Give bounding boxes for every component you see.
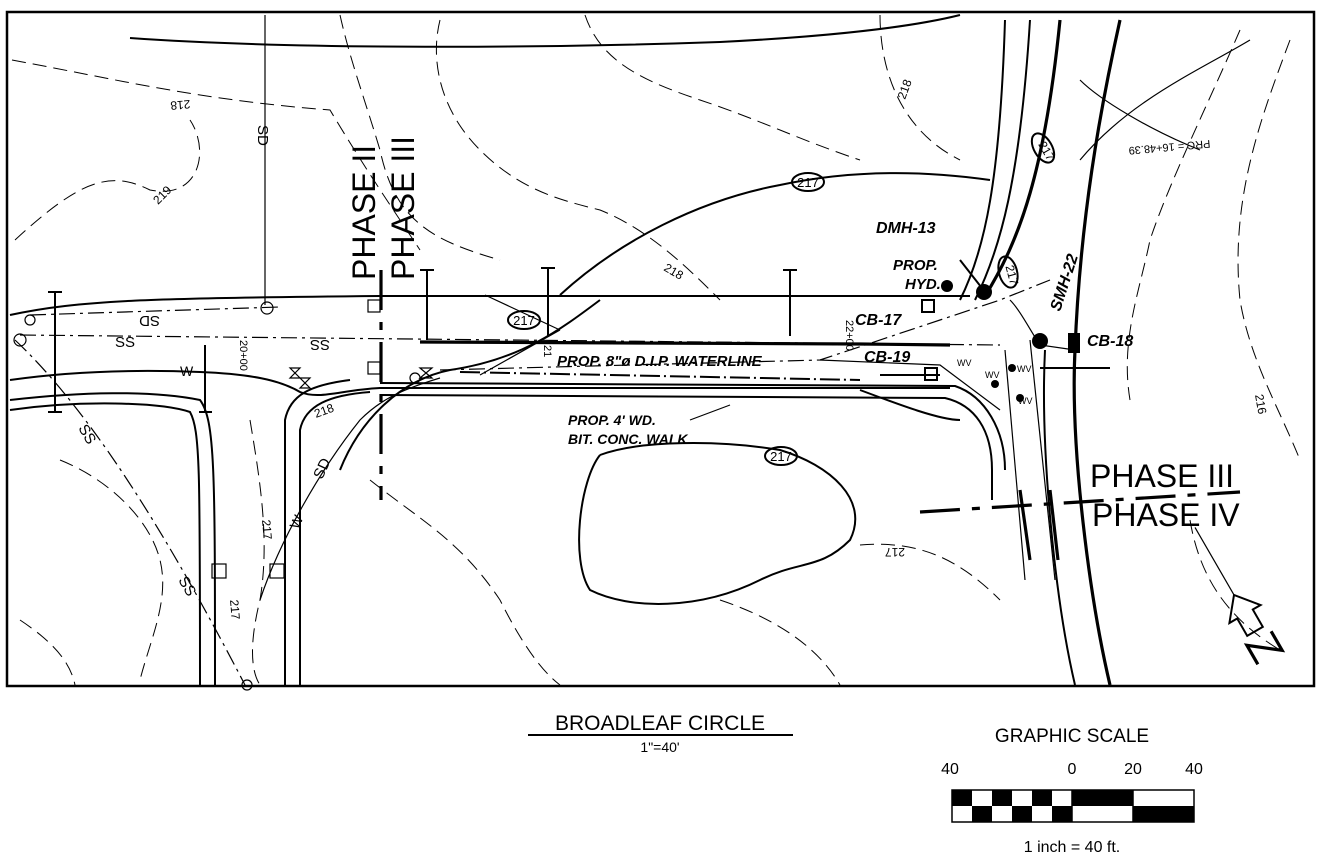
contour-label: 217 [1003, 263, 1022, 286]
utility-label-w: W [180, 363, 194, 379]
map-frame [5, 10, 1316, 688]
cb-17-label: CB-17 [855, 312, 902, 329]
utility-label-ss: SS [115, 334, 135, 351]
north-arrow-icon [1194, 527, 1286, 666]
phase-3-label: PHASE III [385, 136, 421, 280]
utility-label-sd: SD [139, 312, 160, 329]
contour-label: 218 [169, 97, 190, 113]
contour-label: 218 [312, 401, 336, 421]
contour-label: 217 [513, 313, 535, 328]
phase-4-label: PHASE IV [1092, 497, 1240, 533]
station-label: 22+00 [843, 320, 855, 351]
graphic-scale-bar [951, 789, 1195, 823]
proposed-waterline [419, 340, 951, 347]
graphic-scale-title: GRAPHIC SCALE [995, 726, 1149, 747]
contour-label: 217 [797, 175, 819, 190]
contour-label: 217 [770, 449, 792, 464]
contour-label: 217 [259, 519, 275, 540]
contour-label: 216 [1252, 393, 1269, 415]
utility-label-sd: SD [254, 125, 271, 146]
utility-label-wv: WV [1017, 364, 1032, 374]
phase-boundary-lines [379, 270, 1241, 514]
contour-label: 218 [895, 77, 915, 101]
cb-18-label: CB-18 [1087, 333, 1133, 350]
waterline-branch [459, 371, 861, 381]
plan-title: BROADLEAF CIRCLE [555, 712, 765, 735]
hydrant-label: PROP. [893, 257, 938, 274]
walk-note: BIT. CONC. WALK [568, 431, 688, 447]
phase-3-label: PHASE III [1090, 458, 1234, 494]
structure-symbols [13, 259, 1080, 691]
walk-leader [689, 404, 731, 421]
utility-label-wv: WV [985, 370, 1000, 380]
existing-contours [11, 14, 1301, 686]
dmh-13-label: DMH-13 [876, 220, 936, 237]
contour-callouts [507, 132, 1056, 466]
plan-scale-note: 1"=40' [640, 739, 679, 755]
right-of-way-ticks [48, 267, 1110, 561]
utility-label-wv: WV [1018, 396, 1033, 406]
scale-tick-label: 20 [1124, 761, 1142, 778]
utility-label-ss: SS [310, 336, 330, 353]
station-label: 21 [541, 345, 553, 357]
graphic-scale-note: 1 inch = 40 ft. [1024, 839, 1121, 856]
contour-label: 217 [227, 599, 243, 620]
waterline-note: PROP. 8"ø D.I.P. WATERLINE [557, 353, 763, 370]
cb-19-label: CB-19 [864, 349, 910, 366]
scale-tick-label: 40 [1185, 761, 1203, 778]
scale-tick-label: 0 [1068, 761, 1077, 778]
scale-tick-label: 40 [941, 761, 959, 778]
station-label: 20+00 [237, 340, 249, 371]
walk-note: PROP. 4' WD. [568, 412, 656, 428]
contour-label: 217 [885, 545, 905, 559]
hydrant-label: HYD. [905, 276, 941, 293]
utility-label-wv: WV [957, 358, 972, 368]
phase-2-label: PHASE II [346, 145, 382, 280]
